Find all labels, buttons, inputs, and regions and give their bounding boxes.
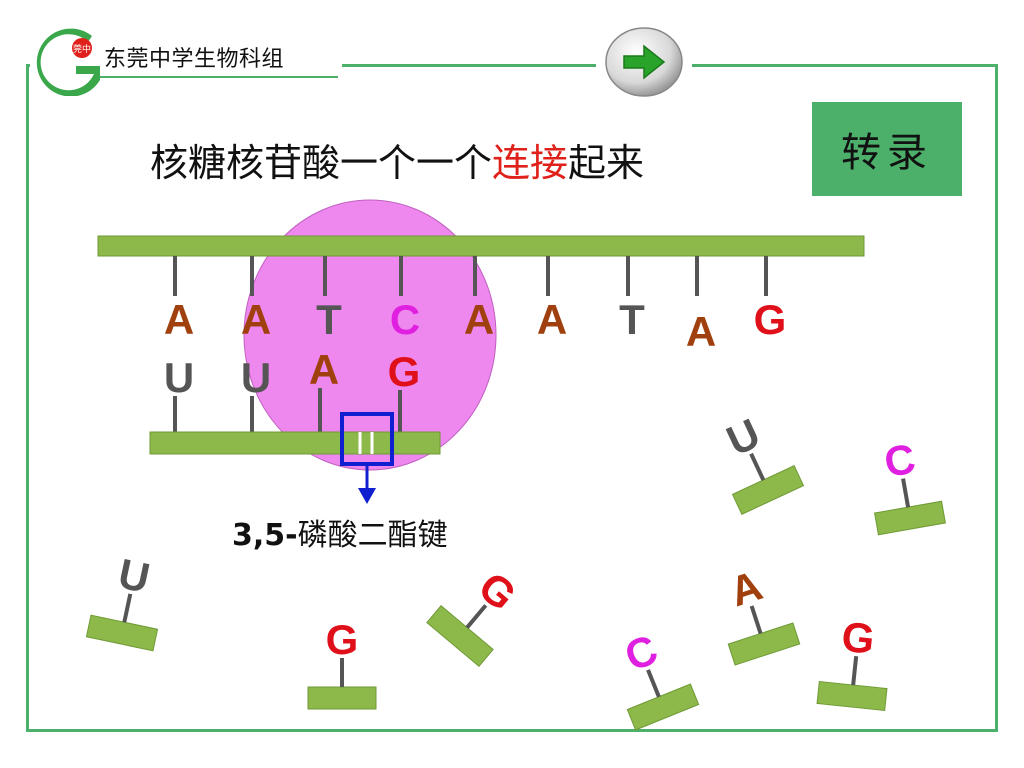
next-slide-button[interactable] [604,26,684,98]
topic-box: 转录 [812,102,962,196]
dna-base: T [619,296,645,343]
nucleotide-sugar-bar [816,680,888,712]
dna-base: A [164,296,194,343]
dna-base: A [537,296,567,343]
dna-base: C [390,296,420,343]
arrow-right-icon [623,44,666,80]
dna-base: A [686,308,716,355]
nucleotide-sugar-bar [874,500,946,536]
nucleotide-sugar-bar [307,686,377,710]
rna-base: U [241,354,271,401]
slide-frame [26,64,998,732]
slide-title: 核糖核苷酸一个一个连接起来 [150,141,645,185]
free-nucleotide-base: U [720,409,767,464]
nucleotide-stick [901,478,911,508]
rna-base: U [164,354,194,401]
nucleotide-stick [646,669,661,698]
nucleotide-sugar-bar [727,622,801,666]
dna-base: G [754,296,787,343]
title-highlight: 连接 [492,141,569,185]
free-nucleotide: C [874,435,946,536]
free-nucleotide-base: C [618,625,664,680]
nucleotide-sugar-bar [626,683,700,731]
rna-new-strand [149,431,441,455]
nucleotide-sugar-bar [731,464,805,516]
nucleotide-stick [749,452,766,481]
nucleotide-stick [465,604,488,629]
free-nucleotide: A [724,561,801,666]
free-nucleotide-base: C [881,435,919,487]
nucleotide-sugar-bar [85,614,159,652]
dna-template-strand [97,235,865,257]
nucleotide-stick [749,605,763,635]
bond-caption: 3,5-磷酸二酯键 [232,518,448,553]
free-nucleotide-base: G [839,613,876,663]
free-nucleotide: G [816,613,888,712]
header-underline [100,76,338,78]
dna-base: T [316,296,342,343]
school-logo: 莞中 [36,28,100,96]
dna-base: A [464,296,494,343]
free-nucleotide: C [618,625,700,731]
free-nucleotide: U [85,550,159,652]
free-nucleotide-base: U [114,550,153,602]
nucleotide-sugar-bar [426,605,494,667]
rna-base: G [388,348,421,395]
rna-stick-group [173,388,402,432]
free-nucleotide-base: A [724,561,767,615]
free-nucleotide: U [720,409,805,516]
svg-text:莞中: 莞中 [73,43,91,55]
dna-stick-group [173,256,768,296]
school-name: 东莞中学生物科组 [104,47,285,72]
dna-base: A [241,296,271,343]
free-nucleotide: G [307,616,377,710]
rna-base: A [309,346,339,393]
free-nucleotide: G [426,563,525,667]
nucleotide-stick [122,593,133,623]
rna-polymerase [243,199,497,471]
free-nucleotide-base: G [326,616,359,663]
nucleotide-stick [851,656,859,686]
